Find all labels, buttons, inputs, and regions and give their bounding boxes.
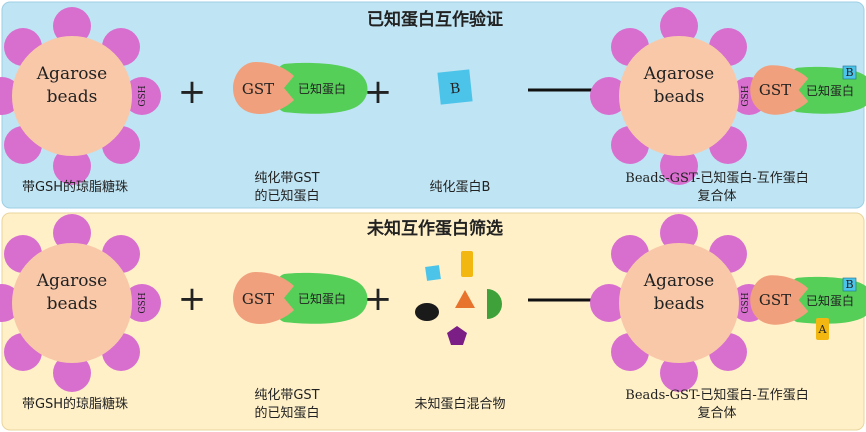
caption-gst-line1: 纯化带GST	[254, 171, 319, 186]
gst-label: GST	[759, 81, 791, 99]
caption-complex-line2: 复合体	[697, 189, 736, 204]
mixture-pentagon	[447, 326, 467, 345]
gsh-label: GSH	[741, 85, 751, 106]
bound-protein-b: B	[842, 65, 857, 80]
caption-protein-b: 纯化蛋白B	[430, 179, 491, 195]
gst-label: GST	[759, 291, 791, 309]
mixture-bar	[461, 251, 473, 277]
top-title: 已知蛋白互作验证	[367, 9, 503, 30]
caption-bead: 带GSH的琼脂糖珠	[22, 396, 128, 412]
bound-protein-b: B	[842, 277, 857, 292]
agarose-bead: Agarose beads GSH	[0, 7, 161, 185]
known-protein-label: 已知蛋白	[298, 291, 346, 306]
caption-gst-line2: 的已知蛋白	[254, 405, 319, 421]
mixture-ellipse	[415, 303, 439, 321]
plus-sign: +	[364, 72, 393, 112]
bound-protein-b-label: B	[845, 66, 853, 79]
bead-label-line1: Agarose	[36, 271, 107, 291]
complex-result: Agarose beads GSH GST 已知蛋白 B A	[590, 214, 866, 392]
gst-known-protein: GST 已知蛋白	[233, 272, 368, 324]
protein-b-label: B	[449, 80, 461, 97]
plus-sign: +	[364, 279, 393, 319]
bottom-title: 未知互作蛋白筛选	[366, 218, 503, 239]
mixture-half-circle	[487, 289, 502, 319]
gst-known-protein: GST 已知蛋白	[233, 62, 368, 114]
bead-label-line1: Agarose	[36, 64, 107, 84]
complex-result: Agarose beads GSH GST 已知蛋白 B	[590, 7, 866, 185]
bead-label-line2: beads	[47, 294, 98, 314]
mixture-square	[425, 265, 441, 281]
panel-bottom: 未知互作蛋白筛选 Agarose beads GSH + GST 已知蛋白 +	[0, 212, 866, 431]
known-protein-label: 已知蛋白	[806, 293, 854, 308]
bound-protein-a-label: A	[818, 323, 828, 336]
caption-gst-line2: 的已知蛋白	[254, 188, 319, 204]
caption-gst-line1: 纯化带GST	[254, 388, 319, 403]
unknown-protein-mixture	[415, 251, 502, 345]
bound-protein-a: A	[816, 318, 829, 340]
plus-sign: +	[178, 72, 207, 112]
bead-label-line1: Agarose	[643, 271, 714, 291]
bound-protein-b-label: B	[845, 278, 853, 291]
known-protein-label: 已知蛋白	[298, 81, 346, 96]
bead-label-line2: beads	[654, 87, 705, 107]
bead-label-line2: beads	[47, 87, 98, 107]
gst-label: GST	[242, 80, 274, 98]
bead-label-line2: beads	[654, 294, 705, 314]
caption-complex-line1: Beads-GST-已知蛋白-互作蛋白	[625, 170, 808, 186]
caption-complex-line2: 复合体	[697, 406, 736, 421]
caption-complex-line1: Beads-GST-已知蛋白-互作蛋白	[625, 387, 808, 403]
mixture-triangle	[455, 290, 475, 308]
caption-unknown-mixture: 未知蛋白混合物	[414, 396, 505, 412]
known-protein-label: 已知蛋白	[806, 83, 854, 98]
panel-top: 已知蛋白互作验证 Agarose beads GSH + GST 已知蛋白 + …	[0, 1, 866, 209]
plus-sign: +	[178, 279, 207, 319]
protein-b: B	[437, 69, 473, 105]
gsh-label: GSH	[138, 292, 148, 313]
bead-label-line1: Agarose	[643, 64, 714, 84]
gsh-label: GSH	[138, 85, 148, 106]
gst-label: GST	[242, 290, 274, 308]
caption-bead: 带GSH的琼脂糖珠	[22, 179, 128, 195]
gsh-label: GSH	[741, 292, 751, 313]
agarose-bead: Agarose beads GSH	[0, 214, 161, 392]
